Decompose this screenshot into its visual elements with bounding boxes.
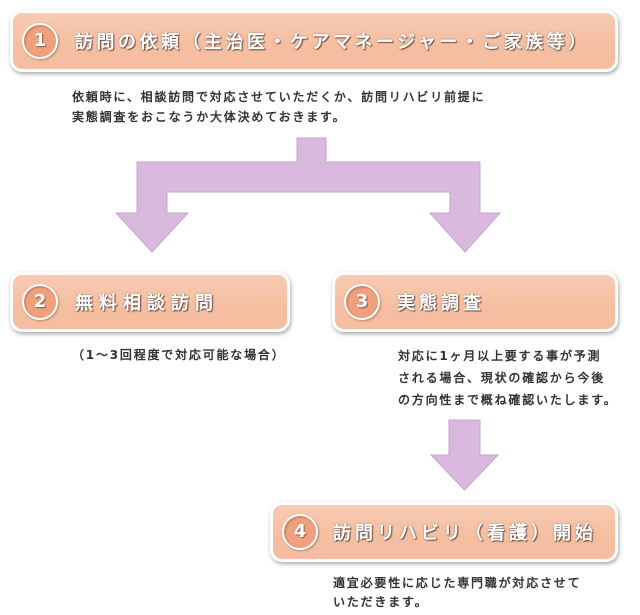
down-arrow [429,419,500,491]
step-number-badge: 1 [22,23,58,59]
step-description-line: 適宜必要性に応じた専門職が対応させて [333,576,582,590]
step-title: 無料相談訪問 [75,293,219,314]
step-2-box: 2 無料相談訪問 [10,272,290,332]
step-number-badge: 2 [22,284,58,320]
step-description-line: される場合、現状の確認から今後 [398,371,606,385]
step-description-line: の方向性まで概ね確認いたします。 [398,393,618,407]
step-title: 訪問の依頼（主治医・ケアマネージャー・ご家族等） [75,32,590,53]
step-description-line: 依頼時に、相談訪問で対応させていただくか、訪問リハビリ前提に [72,90,486,104]
step-2-description: （1〜3回程度で対応可能な場合） [72,345,286,365]
split-arrow [114,137,502,253]
step-4-box: 4 訪問リハビリ（看護）開始 [270,502,618,562]
step-4-description: 適宜必要性に応じた専門職が対応させて いただきます。 [333,574,581,612]
step-description-line: 対応に1ヶ月以上要する事が予測 [398,349,602,363]
step-3-box: 3 実態調査 [332,272,618,332]
step-title: 実態調査 [397,293,485,314]
step-1-description: 依頼時に、相談訪問で対応させていただくか、訪問リハビリ前提に 実態調査をおこなう… [72,87,485,127]
step-description-line: （1〜3回程度で対応可能な場合） [72,348,286,362]
step-number-badge: 3 [344,284,380,320]
step-1-box: 1 訪問の依頼（主治医・ケアマネージャー・ご家族等） [10,10,618,72]
step-number-badge: 4 [282,514,318,550]
step-3-description: 対応に1ヶ月以上要する事が予測 される場合、現状の確認から今後 の方向性まで概ね… [398,345,618,411]
step-title: 訪問リハビリ（看護）開始 [333,523,597,544]
step-description-line: いただきます。 [333,595,429,609]
step-description-line: 実態調査をおこなうか大体決めておきます。 [72,110,347,124]
